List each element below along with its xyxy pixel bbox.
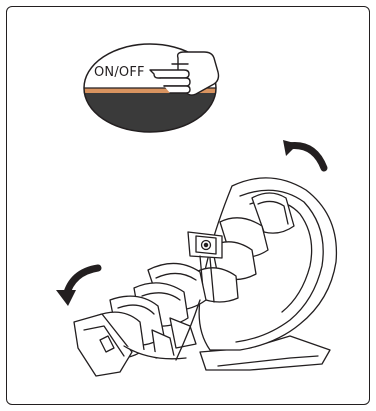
- panel-surface: [80, 93, 220, 153]
- button-zoom-callout: ON/OFF: [80, 40, 220, 153]
- curved-arrow-counterclockwise-icon: [56, 268, 98, 306]
- massage-chair-illustration: [74, 178, 336, 376]
- on-off-button-label: ON/OFF: [94, 65, 145, 80]
- curved-arrow-clockwise-icon: [283, 140, 324, 168]
